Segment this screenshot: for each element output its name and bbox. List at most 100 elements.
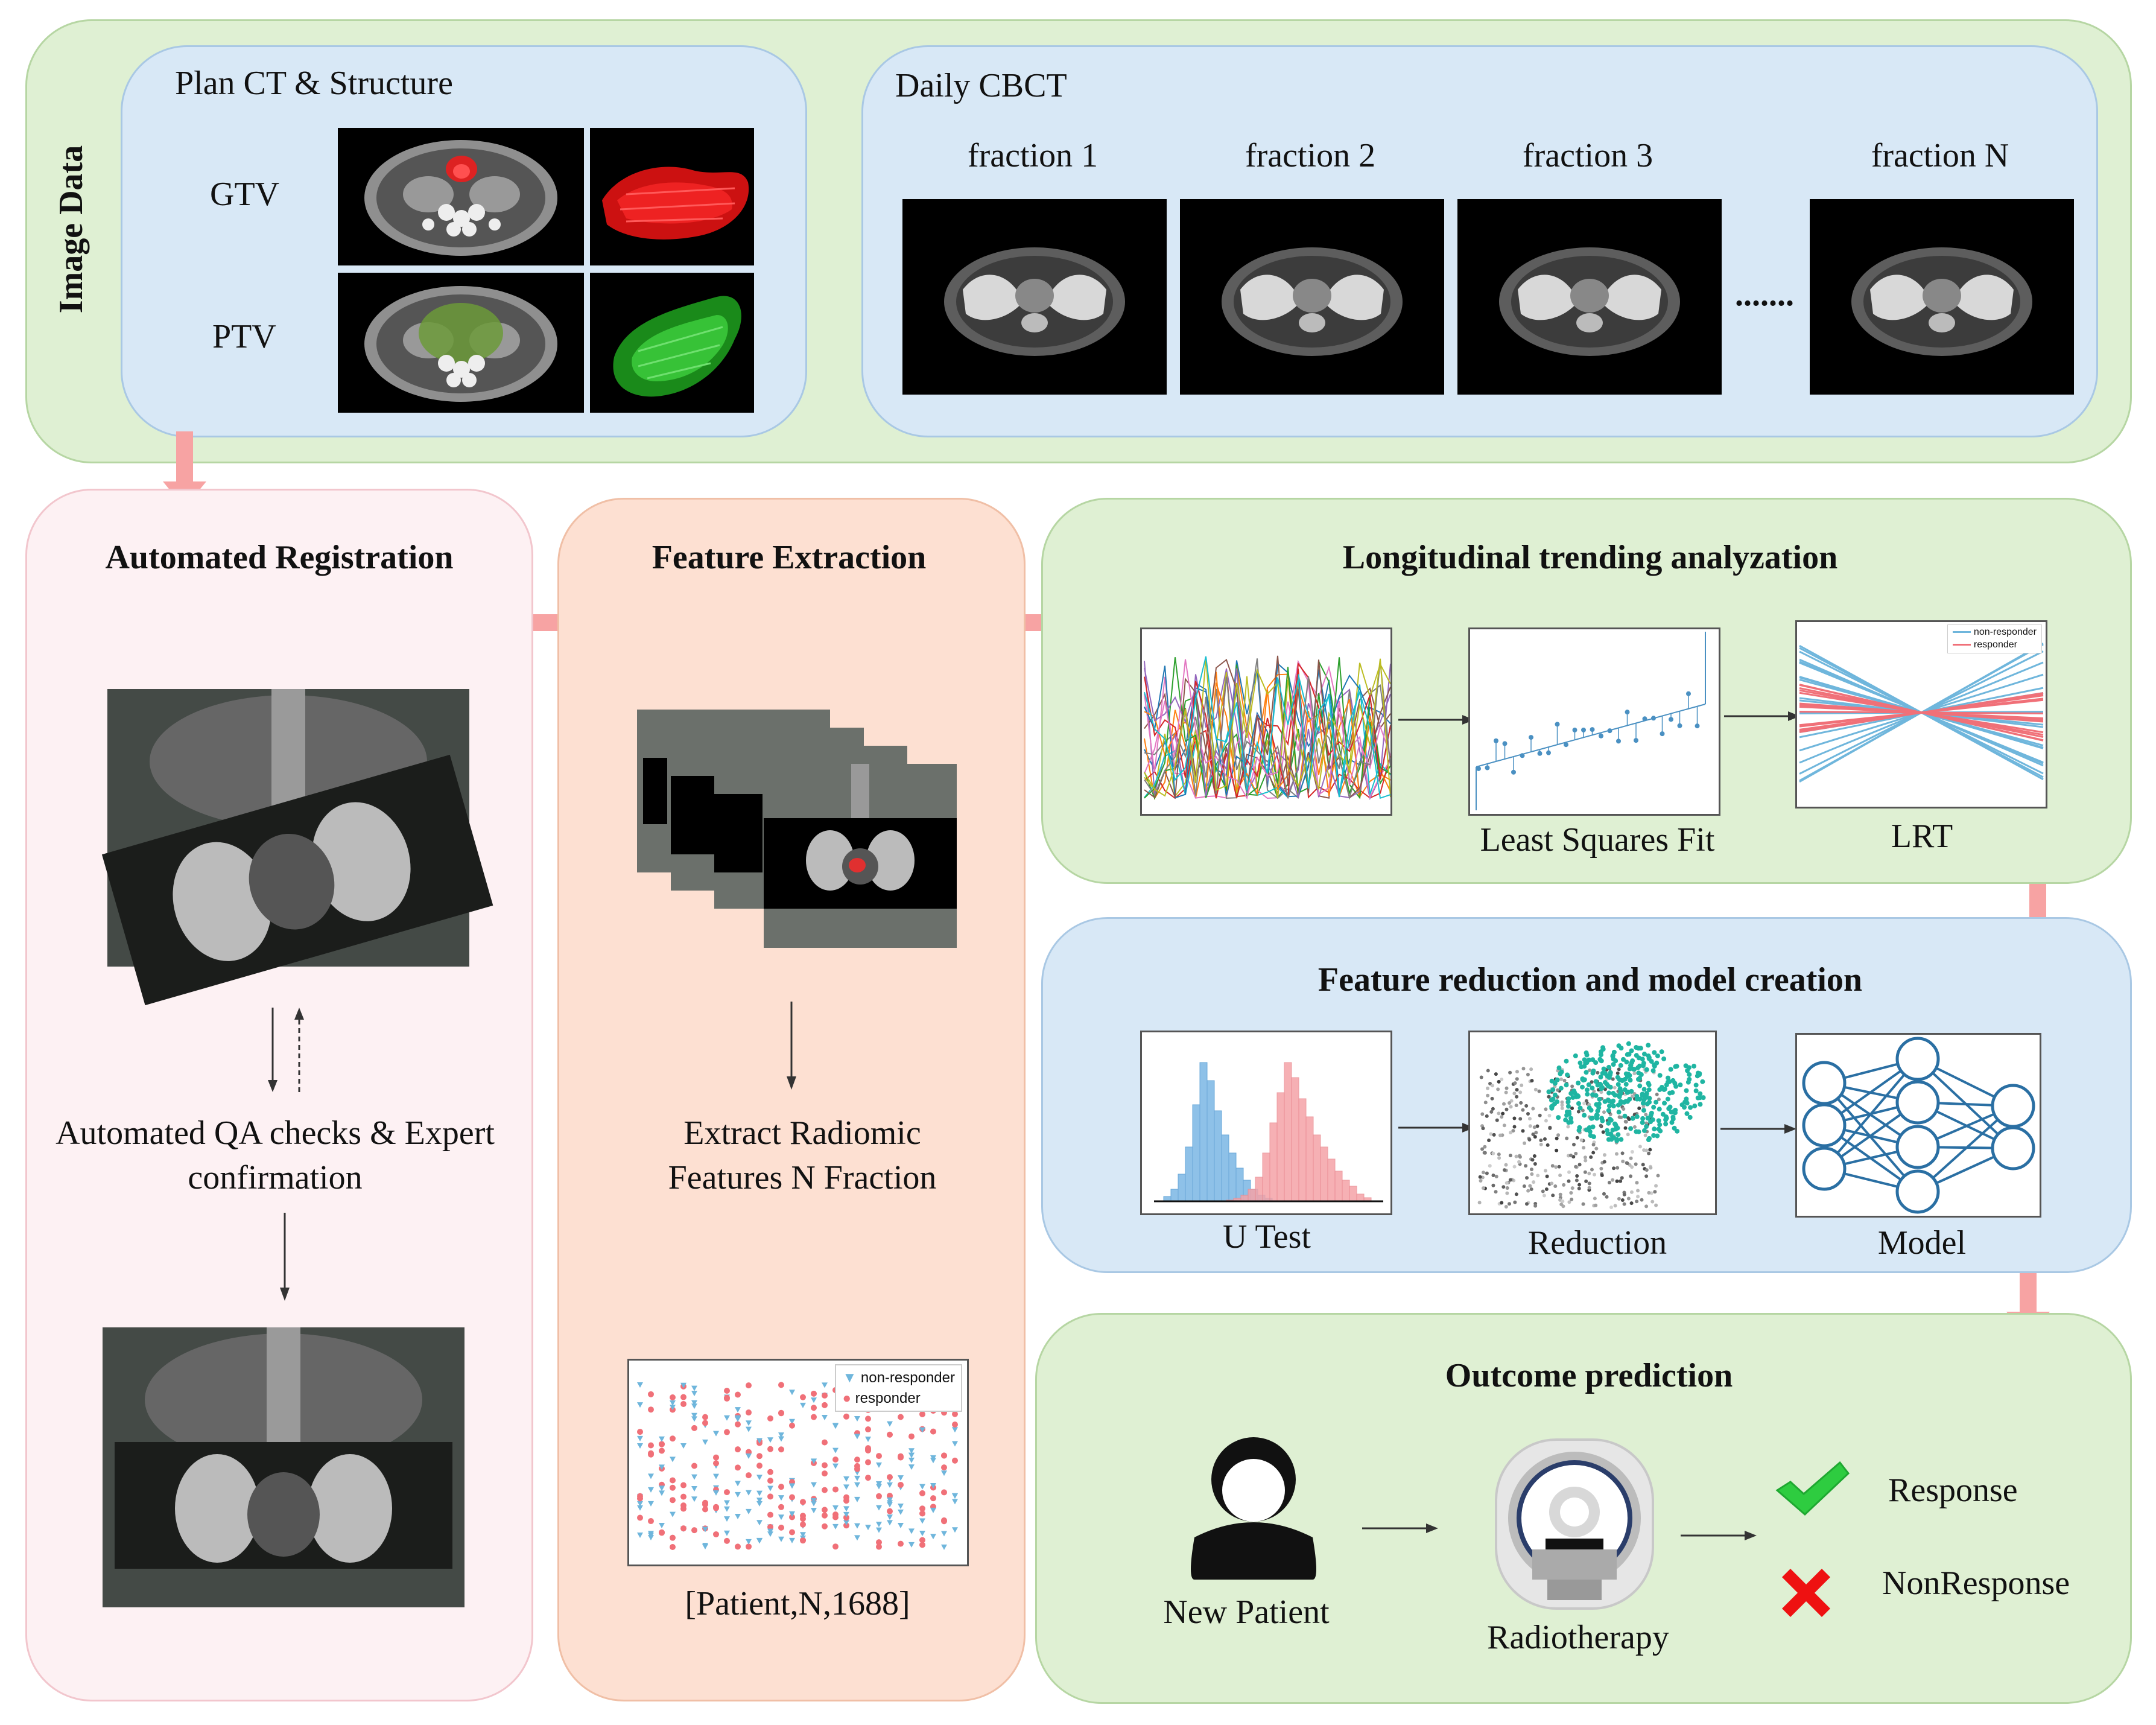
- fit-point: [1642, 716, 1647, 722]
- qa-text-line2: confirmation: [188, 1159, 363, 1196]
- fit-point: [1581, 727, 1586, 732]
- reduction-point: [1574, 1151, 1578, 1155]
- reduction-point: [1647, 1151, 1651, 1155]
- scatter-point: [767, 1469, 773, 1475]
- reduction-point-cluster: [1652, 1126, 1657, 1132]
- scatter-point: [713, 1460, 719, 1467]
- reduction-point: [1555, 1148, 1559, 1152]
- extraction-scatter-plot: ▼ non-responder ● responder: [627, 1359, 969, 1566]
- reduction-point: [1530, 1158, 1535, 1162]
- reduction-point: [1505, 1191, 1509, 1195]
- scatter-point: [713, 1490, 719, 1496]
- reduction-point-cluster: [1698, 1102, 1703, 1107]
- scatter-point: [746, 1426, 752, 1432]
- reduction-point-cluster: [1590, 1124, 1596, 1129]
- reduction-point: [1528, 1124, 1532, 1128]
- reduction-point: [1615, 1166, 1620, 1170]
- fit-point: [1476, 766, 1481, 771]
- trend-line: [1144, 656, 1390, 799]
- reduction-point-cluster: [1593, 1079, 1599, 1084]
- trend-lines-plot: [1140, 627, 1392, 816]
- reduction-point-cluster: [1666, 1106, 1672, 1111]
- reduction-point-cluster: [1564, 1082, 1569, 1088]
- reduction-point: [1576, 1110, 1581, 1114]
- reduction-point: [1611, 1077, 1615, 1081]
- scatter-point: [778, 1495, 784, 1501]
- reduction-point: [1478, 1175, 1482, 1179]
- scatter-point: [670, 1511, 676, 1517]
- reduction-point: [1582, 1146, 1586, 1150]
- reduction-point: [1530, 1172, 1534, 1176]
- reduction-point: [1629, 1201, 1634, 1206]
- reduction-point-cluster: [1666, 1075, 1671, 1081]
- scatter-point: [670, 1484, 676, 1491]
- fit-point: [1695, 723, 1700, 729]
- scatter-point: [832, 1523, 839, 1530]
- reduction-point-cluster: [1608, 1070, 1613, 1075]
- reduction-point: [1533, 1087, 1538, 1091]
- scatter-point: [670, 1457, 676, 1463]
- reduction-point: [1508, 1070, 1512, 1075]
- scatter-point: [735, 1543, 741, 1550]
- reduction-point-cluster: [1577, 1060, 1583, 1066]
- rt-to-result-arrow: [1681, 1531, 1757, 1540]
- reduction-point: [1502, 1168, 1506, 1172]
- scatter-point: [822, 1512, 828, 1519]
- reduction-point: [1539, 1142, 1543, 1146]
- reduction-point-cluster: [1611, 1091, 1616, 1096]
- reduction-point: [1533, 1161, 1537, 1166]
- scatter-point: [887, 1508, 893, 1514]
- reduction-point-cluster: [1615, 1125, 1620, 1131]
- reduction-point-cluster: [1588, 1108, 1594, 1113]
- reduction-point-cluster: [1615, 1082, 1621, 1087]
- reduction-point-cluster: [1670, 1109, 1675, 1114]
- scatter-point: [887, 1421, 893, 1427]
- reduction-point-cluster: [1619, 1046, 1624, 1051]
- reduction-point: [1622, 1107, 1626, 1111]
- reduction-point: [1601, 1130, 1605, 1134]
- reduction-point: [1479, 1075, 1483, 1079]
- reduction-point: [1602, 1192, 1606, 1196]
- reduction-point: [1635, 1181, 1639, 1185]
- reduction-point-cluster: [1606, 1108, 1611, 1113]
- reduction-point: [1538, 1113, 1542, 1117]
- reduction-point: [1533, 1135, 1537, 1139]
- reduction-point-cluster: [1631, 1066, 1636, 1072]
- reduction-point: [1544, 1119, 1548, 1123]
- lrt-legend: non-responder responder: [1947, 624, 2042, 653]
- reduction-point: [1495, 1118, 1499, 1122]
- reduction-point: [1500, 1077, 1504, 1081]
- reduction-point: [1575, 1136, 1579, 1140]
- scatter-point: [898, 1522, 904, 1528]
- scatter-point: [670, 1435, 676, 1442]
- reduction-point-cluster: [1555, 1077, 1560, 1082]
- scatter-point: [930, 1428, 936, 1435]
- reduction-point: [1520, 1083, 1524, 1087]
- reduction-point-cluster: [1612, 1122, 1618, 1127]
- reduction-point: [1623, 1119, 1628, 1123]
- scatter-point: [756, 1453, 763, 1460]
- reduction-point: [1626, 1133, 1630, 1137]
- reduction-point: [1526, 1189, 1530, 1193]
- reduction-point: [1581, 1202, 1585, 1206]
- reduction-point: [1559, 1202, 1564, 1207]
- fit-point: [1599, 733, 1603, 739]
- check-icon: [1775, 1461, 1850, 1516]
- scatter-point: [789, 1494, 795, 1501]
- scatter-point: [659, 1436, 665, 1442]
- reduction-point: [1560, 1103, 1564, 1107]
- scatter-point: [811, 1390, 817, 1397]
- scatter-point: [908, 1448, 915, 1454]
- scatter-point: [822, 1470, 828, 1477]
- scatter-point: [767, 1446, 773, 1452]
- scatter-point: [822, 1382, 828, 1388]
- scatter-point: [735, 1446, 741, 1453]
- scatter-point: [724, 1489, 730, 1496]
- least-squares-label: Least Squares Fit: [1480, 821, 1715, 859]
- plan-ct-title: Plan CT & Structure: [175, 65, 453, 102]
- reduction-point-cluster: [1697, 1071, 1702, 1076]
- hist-bar-red: [1305, 1116, 1314, 1202]
- scatter-point: [843, 1476, 849, 1482]
- reduction-point: [1504, 1204, 1508, 1209]
- reduction-point-cluster: [1640, 1120, 1645, 1125]
